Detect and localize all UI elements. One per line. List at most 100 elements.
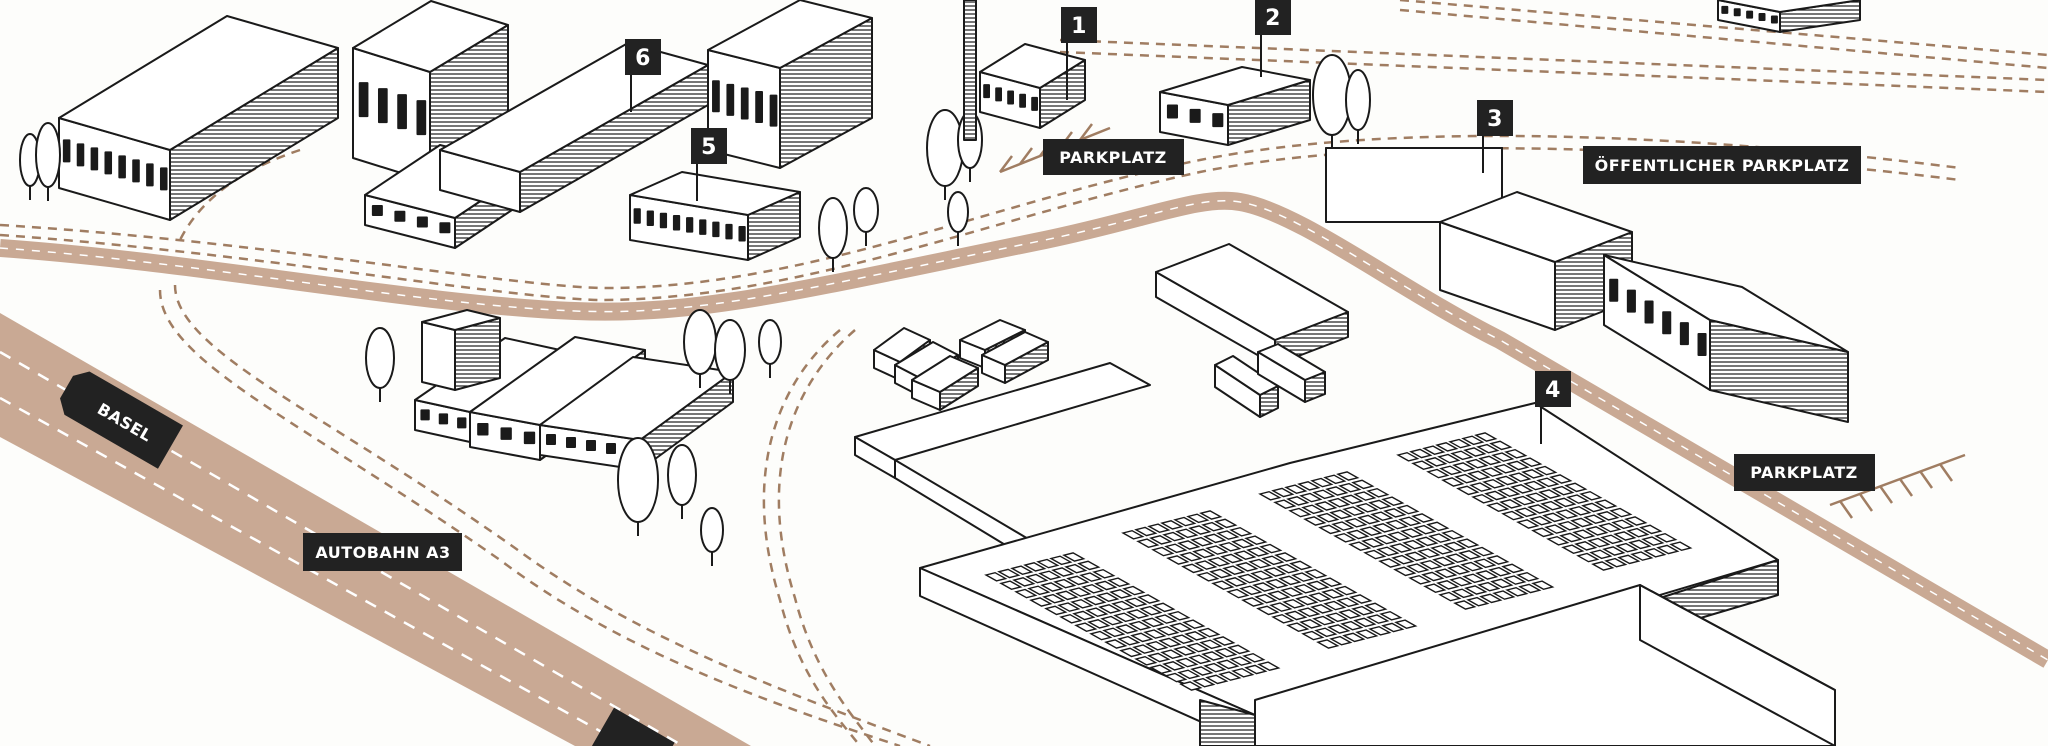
skylight — [1181, 563, 1205, 574]
skylight — [1182, 619, 1206, 630]
marker-4[interactable]: 4 — [1535, 371, 1571, 444]
skylight — [1454, 473, 1478, 484]
skylight — [1197, 627, 1221, 638]
skylight — [1656, 544, 1680, 555]
skylight — [1415, 536, 1439, 547]
skylight — [1611, 519, 1635, 530]
skylight — [999, 580, 1023, 591]
window — [725, 223, 733, 240]
skylight — [1316, 639, 1340, 649]
window — [606, 443, 616, 455]
skylight — [1536, 477, 1560, 488]
window — [416, 216, 428, 228]
skylight — [1014, 588, 1038, 599]
marker-3[interactable]: 3 — [1477, 100, 1513, 173]
skylight — [1147, 652, 1171, 663]
label-autobahn-a3[interactable]: AUTOBAHN A3 — [303, 533, 462, 571]
skylight — [1561, 544, 1585, 555]
window — [740, 87, 749, 120]
window — [394, 210, 406, 222]
skylight — [1456, 485, 1480, 496]
skylight — [1544, 524, 1568, 534]
window — [371, 205, 383, 217]
skylight — [1327, 497, 1351, 508]
skylight — [1128, 620, 1152, 631]
label-oeffentlicher-parkplatz[interactable]: ÖFFENTLICHER PARKPLATZ — [1583, 146, 1861, 184]
window — [1166, 104, 1179, 119]
skylight — [1600, 534, 1624, 545]
skylight — [1162, 531, 1186, 542]
skylight — [1104, 639, 1128, 649]
skylight — [1226, 588, 1250, 599]
skylight — [1295, 595, 1319, 606]
skylight — [1304, 568, 1328, 579]
skylight — [1499, 499, 1523, 509]
skylight — [1370, 511, 1394, 522]
window — [90, 147, 99, 171]
skylight — [1434, 568, 1458, 579]
roof — [58, 15, 339, 151]
skylight — [1368, 625, 1392, 636]
skylight — [1404, 551, 1428, 562]
skylight — [1051, 567, 1075, 577]
direction-sign-bottom[interactable] — [592, 707, 675, 746]
skylight — [1602, 546, 1626, 556]
marker-2[interactable]: 2 — [1255, 0, 1291, 77]
skylight — [1303, 516, 1327, 526]
tree-icon — [853, 187, 879, 246]
skylight — [1203, 662, 1227, 673]
skylight — [1334, 585, 1358, 596]
window — [1007, 90, 1015, 105]
skylight — [1484, 490, 1508, 501]
window — [1644, 300, 1654, 324]
skylight — [1579, 490, 1603, 501]
window — [1679, 322, 1689, 346]
skylight — [997, 568, 1021, 579]
skylight — [1186, 642, 1210, 653]
skylight — [1549, 474, 1573, 484]
skylight — [1551, 485, 1575, 496]
skylight — [1389, 543, 1413, 553]
skylight — [1310, 604, 1334, 614]
skylight — [1323, 600, 1347, 611]
skylight — [1081, 583, 1105, 594]
skylight — [1175, 657, 1199, 668]
skylight — [1306, 580, 1330, 591]
skylight — [1381, 496, 1405, 507]
label-parkplatz-right[interactable]: PARKPLATZ — [1734, 454, 1875, 491]
skylight — [1430, 544, 1454, 555]
window — [76, 143, 85, 167]
window — [699, 219, 707, 235]
marker-5[interactable]: 5 — [691, 128, 727, 201]
label-parkplatz-top[interactable]: PARKPLATZ — [1043, 139, 1184, 175]
marker-6[interactable]: 6 — [625, 39, 661, 112]
building-1 — [979, 43, 1086, 129]
skylight — [1214, 647, 1238, 658]
skylight — [1057, 602, 1081, 612]
skylight — [1353, 491, 1377, 501]
skylight — [1428, 533, 1452, 543]
skylight — [1492, 590, 1516, 600]
skylight — [1628, 539, 1652, 550]
building-central-castle — [707, 0, 873, 169]
skylight — [1355, 629, 1379, 639]
skylight — [1092, 568, 1116, 579]
skylight — [1044, 605, 1068, 616]
skylight — [1130, 632, 1154, 643]
skylight — [1598, 522, 1622, 533]
skylight — [1447, 565, 1471, 575]
roof — [1155, 243, 1349, 341]
skylight — [1066, 575, 1090, 586]
skylight — [1201, 521, 1225, 532]
skylight — [1263, 567, 1287, 577]
skylight — [1089, 630, 1113, 641]
skylight — [1036, 558, 1060, 569]
skylight — [1199, 510, 1223, 520]
skylight — [1344, 517, 1368, 528]
skylight — [1259, 543, 1283, 554]
skylight — [1258, 490, 1282, 501]
skylight — [1126, 609, 1150, 619]
marker-1[interactable]: 1 — [1061, 7, 1097, 100]
skylight — [1310, 477, 1334, 488]
skylight — [1460, 561, 1484, 572]
